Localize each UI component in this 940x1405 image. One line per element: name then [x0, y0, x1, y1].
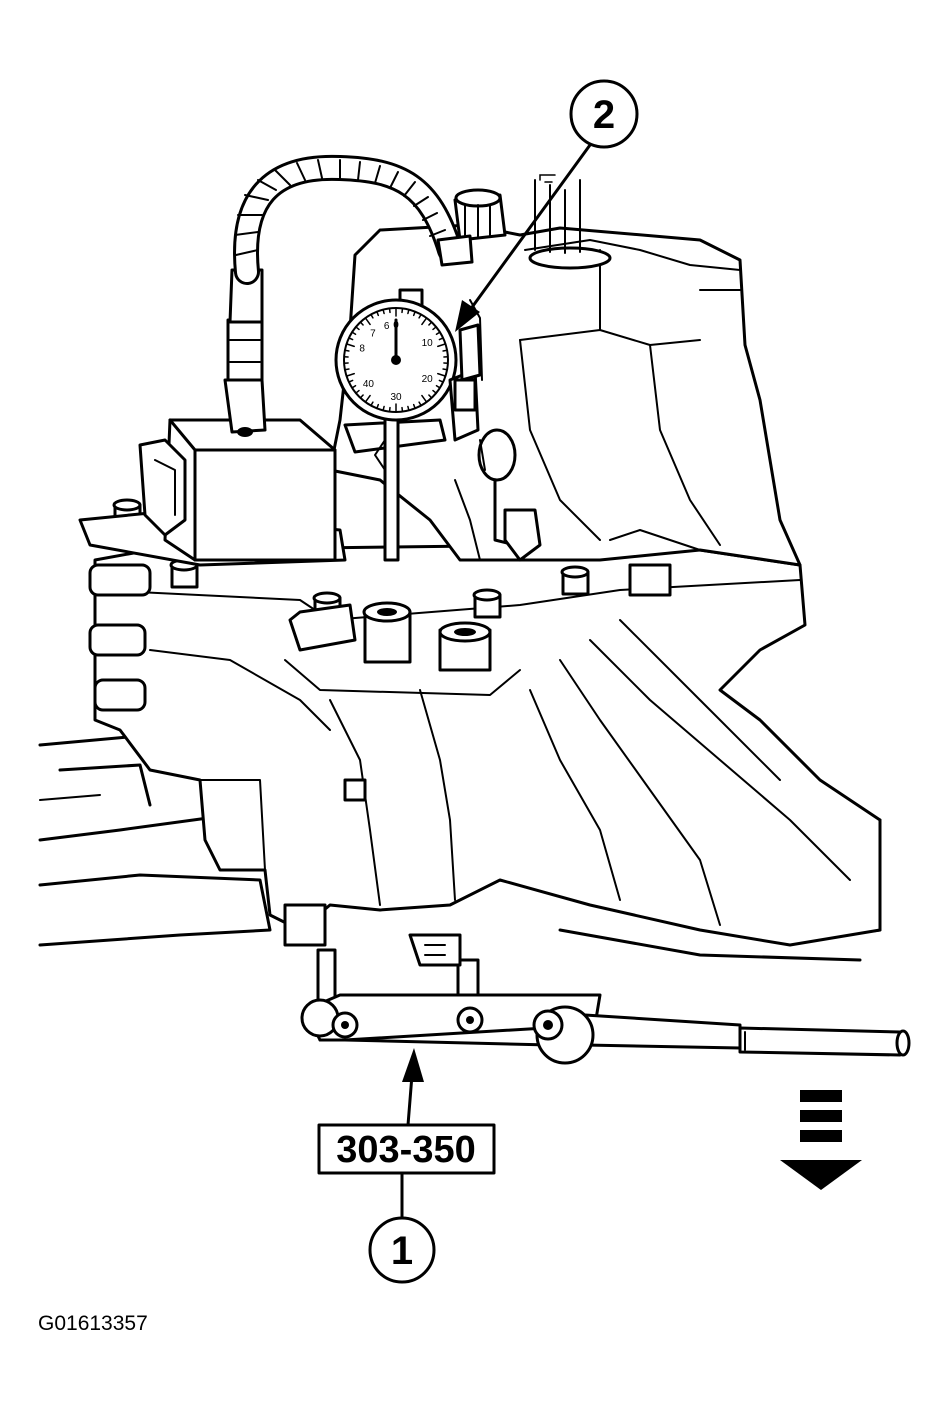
- bushing: [362, 601, 412, 664]
- tool-number-label: 303-350: [336, 1129, 475, 1171]
- dial-scale-number: 10: [422, 338, 434, 349]
- flexible-arm: [223, 154, 474, 437]
- dial-scale-number: 30: [390, 392, 402, 403]
- callout-2: 2: [455, 79, 639, 332]
- transaxle-case-lower: [88, 543, 882, 947]
- bolt: [560, 565, 590, 596]
- dial-scale-numbers: 0 10 20 30 40 876: [359, 320, 433, 403]
- figure-id: G01613357: [38, 1312, 148, 1335]
- magnetic-base: [78, 418, 347, 567]
- dial-scale-number: 7: [370, 328, 376, 339]
- callout-number: 2: [593, 93, 615, 137]
- dial-scale-number: 0: [393, 320, 399, 331]
- dial-scale-number: 8: [359, 344, 365, 355]
- bolt: [472, 588, 502, 619]
- callout-number: 1: [391, 1229, 413, 1273]
- dial-gauge: 0 10 20 30 40 876: [334, 298, 458, 422]
- flange-bolts: [112, 498, 590, 672]
- bolt: [169, 558, 199, 589]
- dial-scale-number: 40: [363, 379, 375, 390]
- special-tool-303-350: [300, 933, 911, 1065]
- bushing: [438, 621, 492, 672]
- dial-scale-number: 20: [422, 374, 434, 385]
- down-direction-arrow-icon: [780, 1090, 862, 1190]
- dial-indicator: 0 10 20 30 40 876: [334, 288, 542, 562]
- callout-1: 303-350 1: [317, 1048, 496, 1284]
- dial-scale-number: 6: [384, 321, 390, 332]
